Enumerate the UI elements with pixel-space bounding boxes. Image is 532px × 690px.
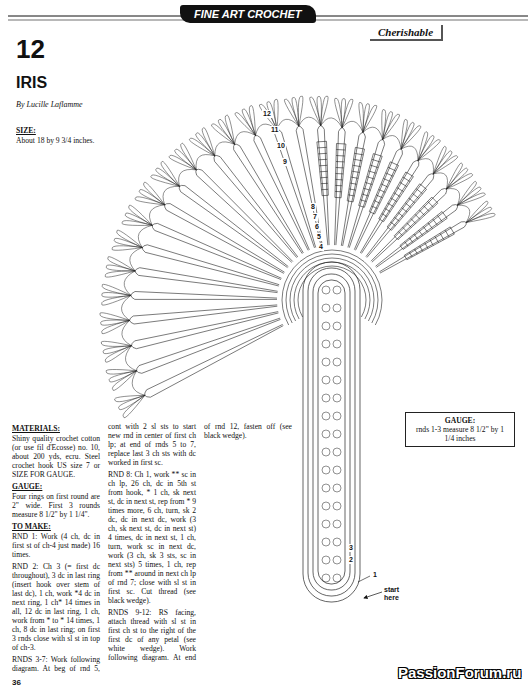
instruction-columns: MATERIALS:Shiny quality crochet cotton (… [12,422,292,678]
picot-trim [100,96,495,418]
instruction-text: Four rings on first round are 2" wide. F… [12,492,100,519]
header-banner: FINE ART CROCHET [180,5,316,23]
pattern-title: IRIS [16,74,47,92]
center-rounds [282,250,382,325]
start-arrow [364,592,382,598]
ring-loops [322,286,341,582]
instruction-text: RND 1: Work (4 ch, dc in first st of ch-… [12,532,100,559]
instruction-text: RND 2: Ch 3 (= first dc throughout), 3 d… [12,562,100,652]
page-number: 36 [12,678,21,687]
round-number: 8 [310,203,316,211]
box-heading: GAUGE: [412,416,508,425]
box-body: rnds 1-3 measure 8 1/2" by 1 1/4 inches [412,425,508,443]
start-label: start here [384,586,414,602]
round-number: 12 [262,110,272,118]
pattern-number: 12 [16,34,45,65]
round-number: 9 [282,158,288,166]
instruction-text: RND 8: Ch 1, work ** sc in ch lp, 26 ch,… [108,470,196,605]
round-number: 1 [372,571,378,579]
stem-oval [303,262,360,602]
round-number: 3 [348,544,354,552]
section-heading: MATERIALS: [12,424,100,433]
leader-line [358,576,370,582]
round-number: 11 [270,126,279,134]
round-number: 10 [276,142,286,150]
section-heading: GAUGE: [12,482,100,491]
byline: By Lucille Laflamme [16,100,83,109]
gauge-box: GAUGE:rnds 1-3 measure 8 1/2" by 1 1/4 i… [405,412,515,447]
section-tab: Cherishable [370,25,443,41]
size-heading: SIZE: [16,126,36,135]
size-text: About 18 by 9 3/4 inches. [16,136,126,145]
banner-text: FINE ART CROCHET [194,8,302,20]
round-number: 6 [314,223,320,231]
dc-bands [317,141,455,259]
round-number: 2 [348,556,354,564]
round-number: 7 [312,213,318,221]
instruction-text: Shiny quality crochet cotton (or use fil… [12,434,100,479]
tab-text: Cherishable [378,26,433,38]
watermark: PassionForum.ru [398,664,521,681]
round-number: 4 [318,243,324,251]
section-heading: TO MAKE: [12,522,100,531]
chain-lines [130,126,467,398]
round-number: 5 [316,233,322,241]
